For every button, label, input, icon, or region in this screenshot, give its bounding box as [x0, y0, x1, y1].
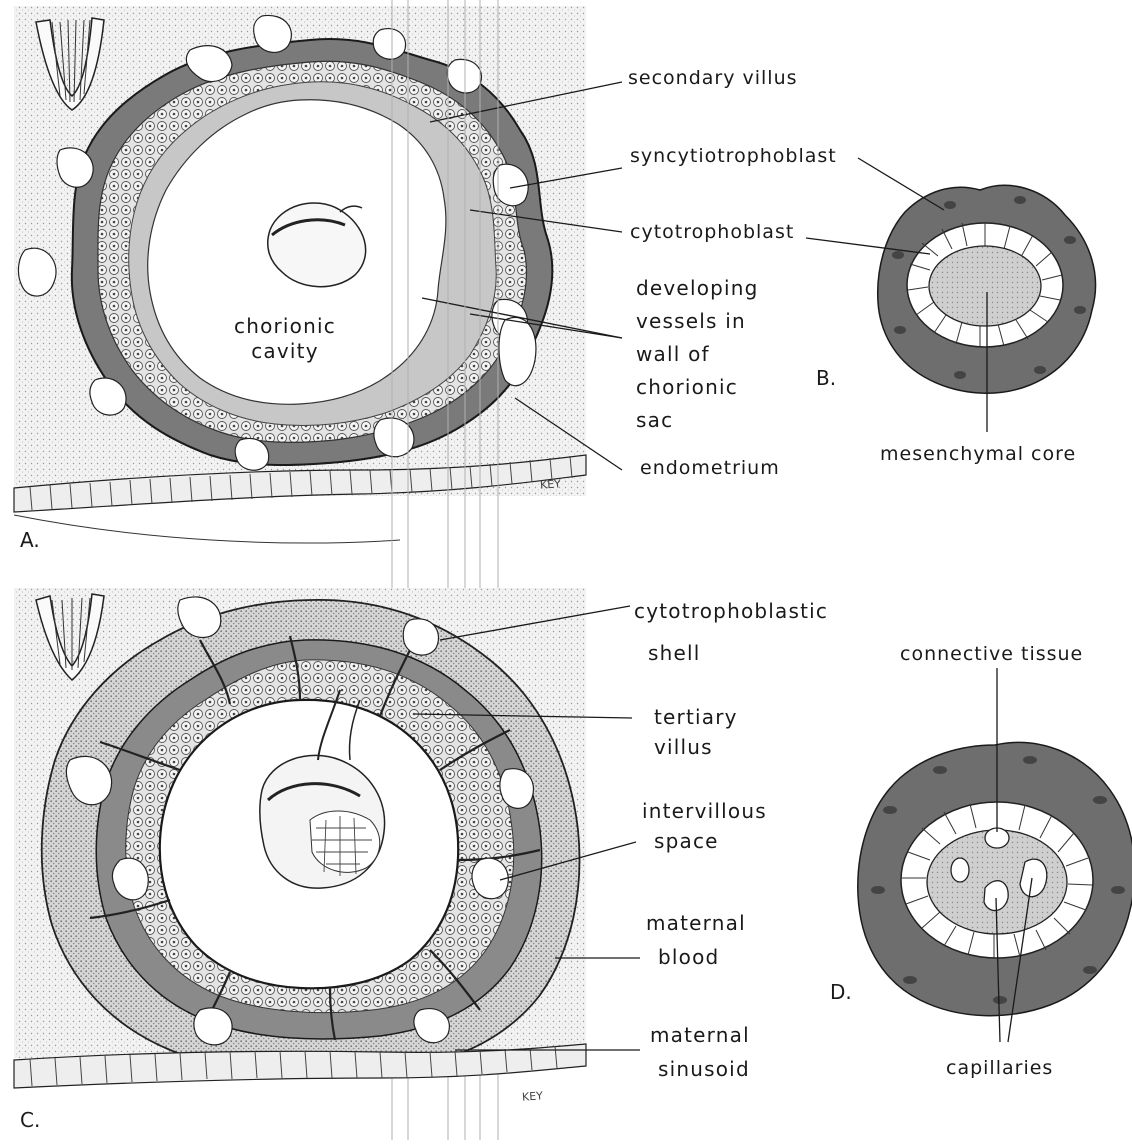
panel-b-drawing: [806, 158, 1096, 432]
label-maternal-sinusoid: maternal sinusoid: [650, 1018, 750, 1086]
label-developing-vessels-line-1: developing: [636, 272, 759, 305]
label-cytotrophoblastic-shell-line-2: shell: [634, 632, 828, 674]
artist-signature-a: KEY: [540, 477, 562, 491]
artist-signature-c: KEY: [522, 1089, 544, 1103]
label-developing-vessels-line-4: chorionic: [636, 371, 759, 404]
label-maternal-sinusoid-line-2: sinusoid: [650, 1052, 750, 1086]
label-maternal-blood-line-1: maternal: [646, 906, 746, 940]
label-endometrium: endometrium: [640, 458, 780, 479]
label-developing-vessels-line-5: sac: [636, 404, 759, 437]
label-mesenchymal-core: mesenchymal core: [880, 444, 1076, 465]
mesenchymal-core-b: [929, 246, 1041, 326]
label-cytotrophoblastic-shell: cytotrophoblastic shell: [634, 590, 828, 674]
panel-label-b: B.: [816, 366, 836, 390]
panel-c-drawing: [14, 588, 640, 1088]
panel-label-c: C.: [20, 1108, 40, 1132]
panel-label-a: A.: [20, 528, 40, 552]
label-maternal-blood-line-2: blood: [646, 940, 746, 974]
label-intervillous-space: intervillous space: [642, 796, 767, 856]
panel-label-d: D.: [830, 980, 852, 1004]
label-maternal-blood: maternal blood: [646, 906, 746, 974]
panel-d-drawing: [858, 668, 1132, 1042]
label-cytotrophoblast: cytotrophoblast: [630, 222, 794, 243]
label-tertiary-villus-line-2: villus: [654, 732, 738, 762]
label-secondary-villus: secondary villus: [628, 68, 798, 89]
label-intervillous-space-line-2: space: [642, 826, 767, 856]
label-cytotrophoblastic-shell-line-1: cytotrophoblastic: [634, 590, 828, 632]
label-maternal-sinusoid-line-1: maternal: [650, 1018, 750, 1052]
label-developing-vessels-line-3: wall of: [636, 338, 759, 371]
label-syncytiotrophoblast: syncytiotrophoblast: [630, 146, 837, 167]
label-capillaries: capillaries: [946, 1058, 1053, 1079]
label-chorionic-cavity-a: chorionic cavity: [234, 310, 336, 368]
label-intervillous-space-line-1: intervillous: [642, 796, 767, 826]
label-connective-tissue: connective tissue: [900, 644, 1083, 665]
label-developing-vessels: developing vessels in wall of chorionic …: [636, 272, 759, 437]
label-tertiary-villus: tertiary villus: [654, 702, 738, 762]
label-tertiary-villus-line-1: tertiary: [654, 702, 738, 732]
label-developing-vessels-line-2: vessels in: [636, 305, 759, 338]
